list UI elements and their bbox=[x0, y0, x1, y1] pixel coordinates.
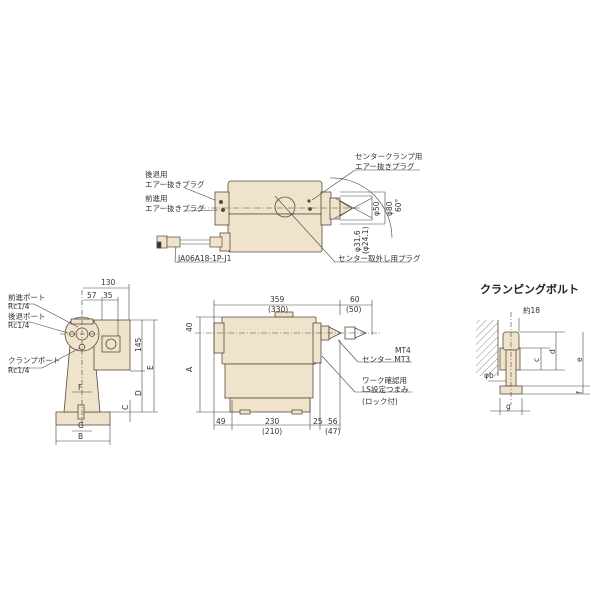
dim-D: D bbox=[134, 390, 143, 396]
dim-359: 359 bbox=[270, 295, 285, 304]
connector bbox=[156, 235, 223, 249]
center-clamp-plug-label: センタークランプ用 bbox=[355, 152, 423, 161]
retract-plug-label: 後退用 bbox=[145, 170, 168, 179]
dim-47: (47) bbox=[325, 427, 341, 436]
dim-B: B bbox=[78, 432, 84, 441]
dim-approx18: 約18 bbox=[523, 306, 541, 315]
dim-E: E bbox=[146, 365, 155, 370]
advance-plug-label-2: エアー抜きプラグ bbox=[145, 204, 205, 213]
dim-A: A bbox=[185, 366, 194, 372]
clamping-bolt-title: クランピングボルト bbox=[480, 283, 579, 296]
side-view bbox=[55, 316, 131, 426]
dim-G: G bbox=[78, 421, 84, 430]
dim-C: C bbox=[121, 404, 130, 410]
dim-330: (330) bbox=[268, 305, 289, 314]
dim-50: (50) bbox=[346, 305, 362, 314]
dim-35: 35 bbox=[103, 291, 113, 300]
advance-plug-label: 前進用 bbox=[145, 194, 168, 203]
connector-label: JA06A18-1P-J1 bbox=[178, 254, 232, 263]
dim-56: 56 bbox=[328, 417, 338, 426]
dim-230: 230 bbox=[265, 417, 280, 426]
dim-f: f bbox=[575, 391, 584, 394]
dim-130: 130 bbox=[101, 278, 116, 287]
advance-port-label: 前進ポート bbox=[8, 293, 46, 302]
dim-phi24: (φ24.1) bbox=[361, 226, 370, 255]
top-view bbox=[214, 180, 353, 253]
retract-port-size: Rc1/4 bbox=[8, 321, 30, 330]
dim-phi80: φ80 bbox=[385, 201, 394, 217]
dim-25: 25 bbox=[313, 417, 323, 426]
clamp-port-label: クランプポート bbox=[8, 356, 61, 365]
dim-40: 40 bbox=[185, 322, 194, 332]
clamp-port-size: Rc1/4 bbox=[8, 366, 30, 375]
lock-label: (ロック付) bbox=[362, 397, 398, 406]
center-clamp-plug-label-2: エアー抜きプラグ bbox=[355, 162, 415, 171]
bolt-view bbox=[476, 312, 590, 415]
retract-plug-label-2: エアー抜きプラグ bbox=[145, 180, 205, 189]
advance-port-size: Rc1/4 bbox=[8, 302, 30, 311]
dim-phib: φb bbox=[484, 371, 494, 380]
ls-knob-label: LS設定つまみ bbox=[362, 385, 409, 394]
dim-g: g bbox=[506, 402, 511, 411]
dim-60: 60 bbox=[350, 295, 360, 304]
retract-port-label: 後退ポート bbox=[8, 312, 46, 321]
dim-49: 49 bbox=[216, 417, 226, 426]
front-view bbox=[213, 311, 367, 415]
dim-57: 57 bbox=[87, 291, 97, 300]
center-removal-plug-label: センター取外し用プラグ bbox=[338, 254, 421, 263]
dim-210: (210) bbox=[262, 427, 283, 436]
work-confirm-label: ワーク確認用 bbox=[362, 376, 407, 385]
dim-F: F bbox=[78, 383, 83, 392]
dim-c: c bbox=[532, 357, 541, 362]
dim-145: 145 bbox=[134, 337, 143, 352]
dim-e: e bbox=[575, 357, 584, 362]
dim-angle-60: 60° bbox=[394, 198, 403, 212]
mt4-label: MT4 bbox=[395, 346, 411, 355]
dim-phi50: φ50 bbox=[372, 201, 381, 217]
dim-d: d bbox=[548, 349, 557, 354]
center-mt3-label: センター MT3 bbox=[362, 355, 411, 364]
